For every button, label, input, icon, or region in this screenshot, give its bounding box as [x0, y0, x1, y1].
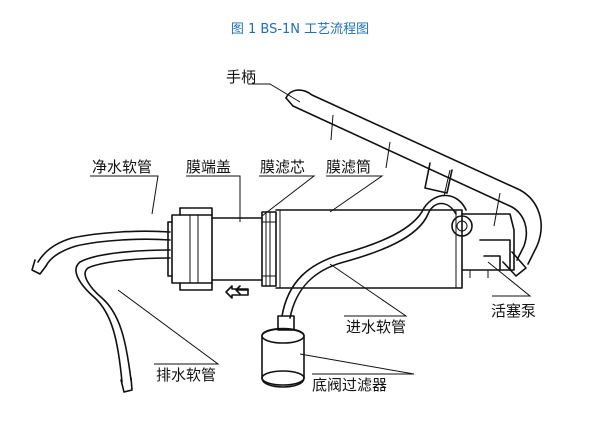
- label-piston-pump: 活塞泵: [491, 302, 536, 320]
- label-handle: 手柄: [226, 68, 256, 86]
- handle-shape: [285, 89, 542, 277]
- membrane-end-cap: [167, 207, 213, 291]
- membrane-filter-core: [211, 211, 277, 287]
- drain-water-hose: [75, 249, 171, 393]
- label-inlet-hose: 进水软管: [346, 318, 406, 336]
- label-clean-hose: 净水软管: [92, 158, 152, 176]
- foot-valve-filter: [261, 315, 305, 388]
- label-membrane-cap: 膜端盖: [186, 158, 231, 176]
- leader-lines: [90, 83, 532, 375]
- inlet-water-hose: [281, 194, 467, 319]
- label-membrane-tube: 膜滤筒: [326, 158, 371, 176]
- label-drain-hose: 排水软管: [156, 366, 216, 384]
- label-foot-valve-filter: 底阀过滤器: [312, 376, 387, 394]
- membrane-filter-cylinder: [275, 209, 463, 289]
- piston-pump: [451, 213, 515, 278]
- figure-caption: 图 1 BS-1N 工艺流程图: [230, 22, 370, 37]
- label-membrane-core: 膜滤芯: [260, 158, 305, 176]
- flow-direction-arrow-icon: [225, 285, 249, 299]
- clean-water-hose: [31, 230, 171, 275]
